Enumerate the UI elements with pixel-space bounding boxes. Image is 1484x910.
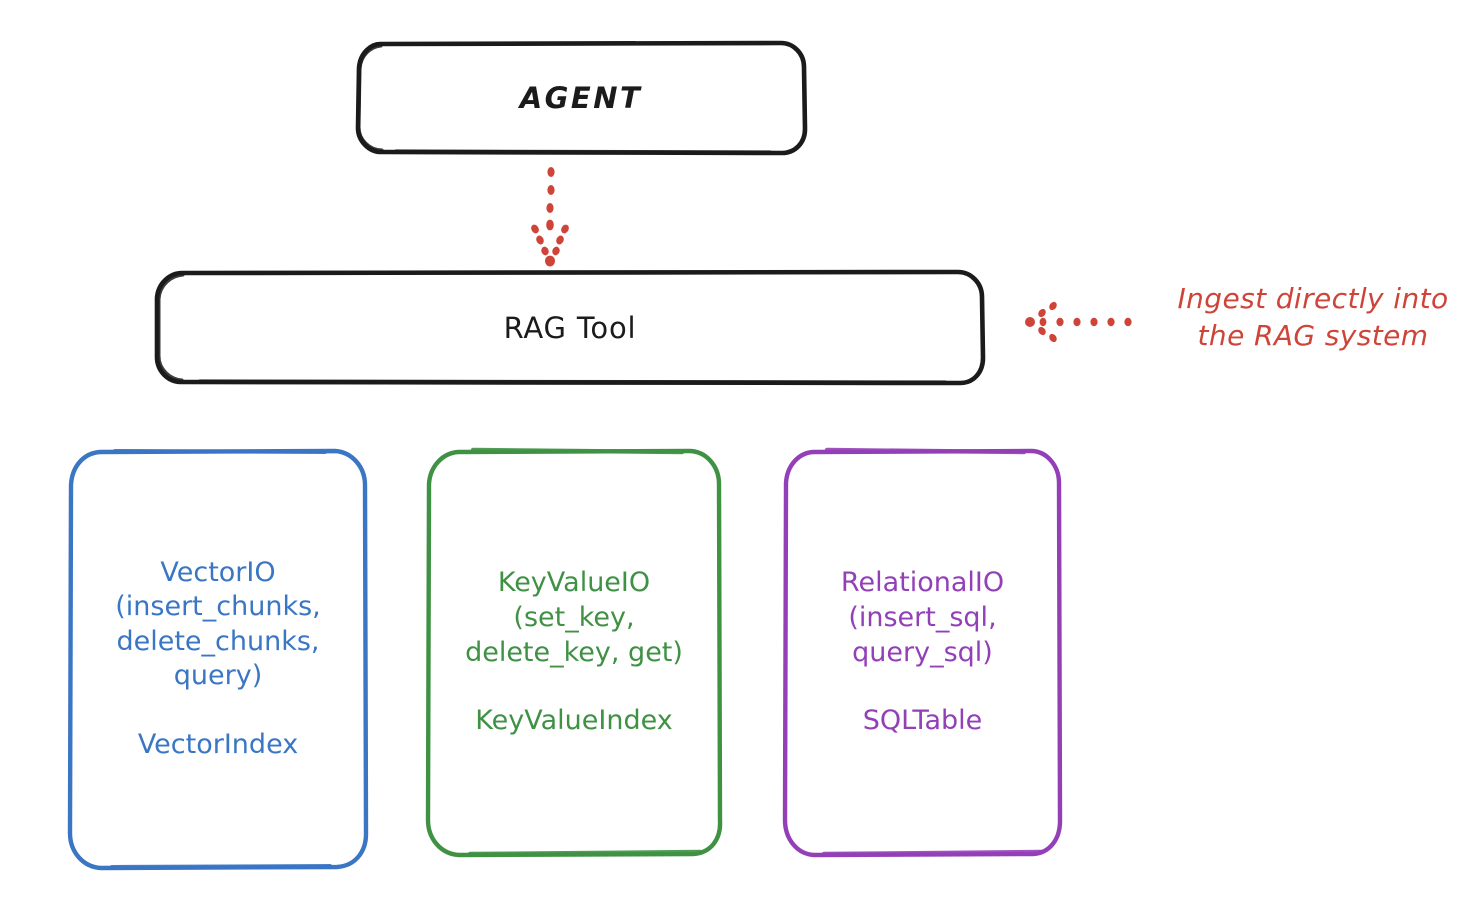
ingest-arrow: [1025, 301, 1132, 343]
sql-table-label: SQLTable: [862, 705, 983, 737]
ingest-annotation-text: Ingest directly into the RAG system: [1177, 282, 1449, 352]
key-value-io-node[interactable]: KeyValueIO (set_key, delete_key, get) Ke…: [428, 450, 720, 855]
agent-node-label: AGENT: [519, 81, 643, 115]
rag-tool-node-label: RAG Tool: [503, 310, 637, 345]
vector-index-label: VectorIndex: [137, 728, 299, 760]
vector-io-node[interactable]: VectorIO (insert_chunks, delete_chunks, …: [70, 450, 366, 868]
relational-io-api-label: RelationalIO (insert_sql, query_sql): [840, 567, 1005, 668]
agent-to-rag-connector: [531, 167, 569, 267]
vector-io-api-label: VectorIO (insert_chunks, delete_chunks, …: [115, 556, 321, 692]
rag-tool-node[interactable]: RAG Tool: [157, 272, 983, 383]
key-value-io-api-label: KeyValueIO (set_key, delete_key, get): [465, 567, 683, 668]
agent-node[interactable]: AGENT: [357, 43, 805, 153]
relational-io-node[interactable]: RelationalIO (insert_sql, query_sql) SQL…: [785, 450, 1060, 855]
key-value-index-label: KeyValueIndex: [475, 705, 673, 737]
